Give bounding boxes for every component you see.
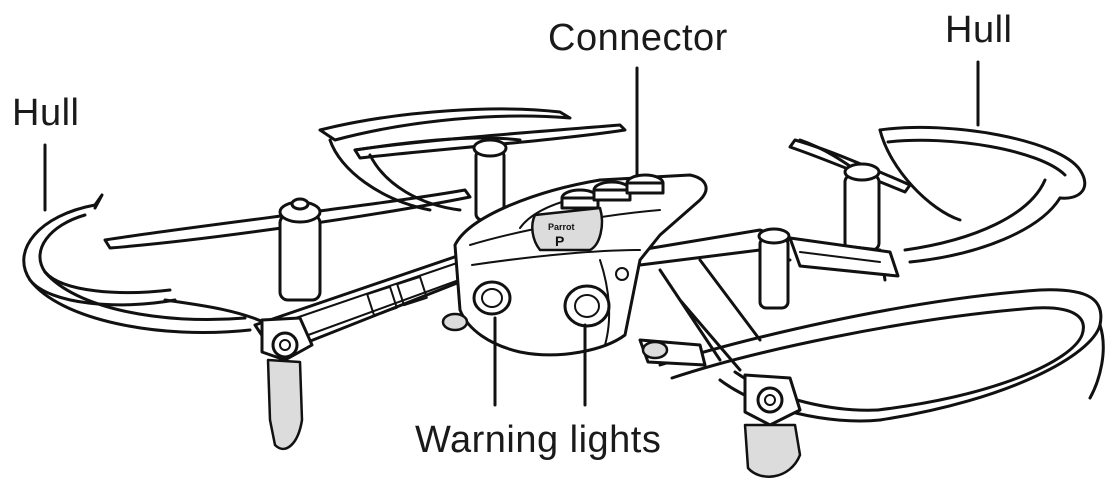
warning-lights-label: Warning lights: [415, 419, 661, 461]
drone-body: Parrot P: [453, 173, 708, 357]
connector-label: Connector: [548, 17, 728, 59]
svg-text:Parrot: Parrot: [548, 222, 575, 232]
frame-right: [638, 227, 900, 372]
hull-right-guard: [798, 125, 1087, 264]
connector-port: [560, 173, 665, 210]
hull-left-label: Hull: [12, 92, 79, 134]
hull-left-guard: [22, 193, 272, 335]
body-underside: [441, 312, 669, 360]
propeller-front-left: [103, 188, 472, 302]
warning-light-right: [563, 284, 611, 328]
propeller-rear-left: [353, 123, 627, 222]
hull-right-label: Hull: [945, 9, 1012, 51]
hull-left-rear: [318, 107, 572, 212]
leg-left: [260, 316, 314, 451]
svg-text:P: P: [555, 233, 564, 249]
brand-logo: Parrot P: [531, 206, 604, 252]
warning-light-left: [472, 280, 512, 316]
leg-right: [743, 373, 802, 478]
